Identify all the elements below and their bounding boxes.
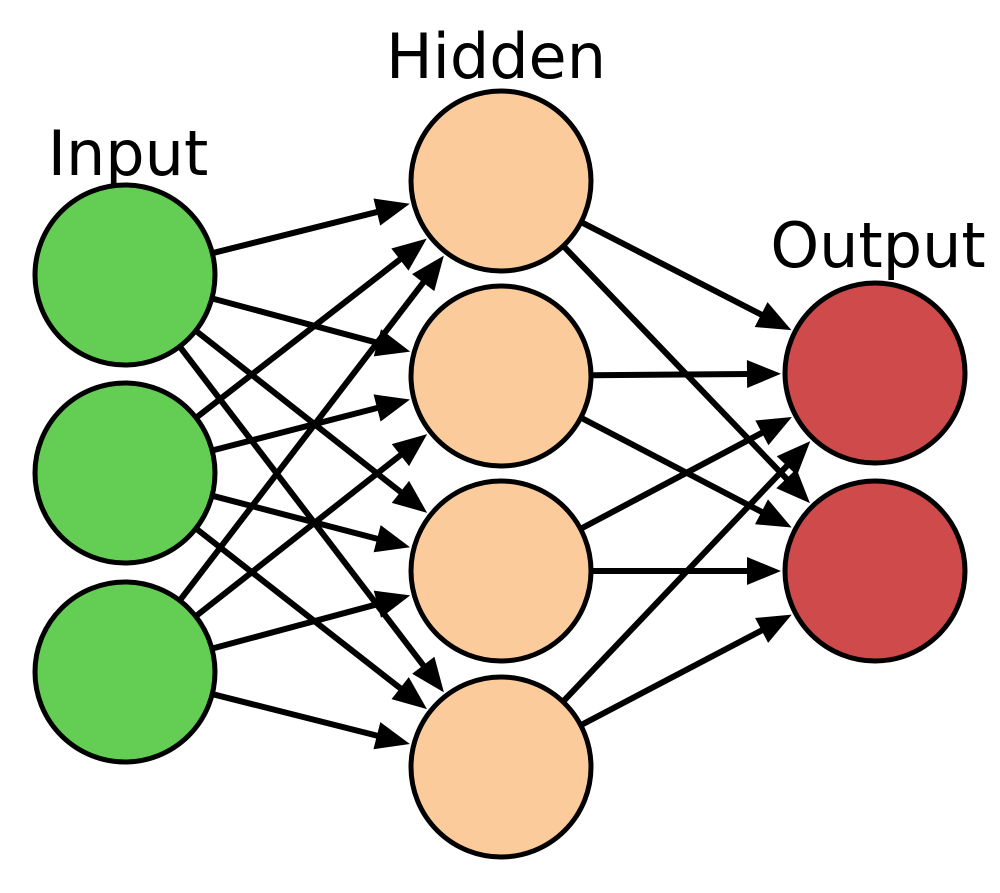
node-output-o1[interactable]	[782, 280, 968, 466]
arrow-head-icon	[391, 677, 427, 710]
node-hidden-h3[interactable]	[408, 478, 594, 664]
arrow-head-icon	[412, 255, 444, 292]
connection-line	[211, 404, 380, 454]
arrow-head-icon	[391, 434, 428, 467]
arrow-head-icon	[747, 557, 781, 585]
arrow-head-icon	[755, 614, 792, 643]
connection-line	[560, 462, 791, 704]
arrow-head-icon	[746, 360, 782, 389]
connection-line	[211, 295, 381, 347]
connection-line	[211, 492, 380, 543]
connection-line	[211, 208, 380, 257]
arrow-head-icon	[755, 499, 792, 528]
arrow-head-icon	[412, 656, 444, 693]
input-layer-label: Input	[48, 117, 209, 190]
node-hidden-h1[interactable]	[408, 88, 594, 274]
arrow-head-icon	[391, 238, 427, 271]
arrow-head-icon	[373, 198, 410, 226]
edge-group-hidden-to-output	[560, 219, 811, 728]
node-input-i1[interactable]	[32, 182, 218, 368]
connection-line	[579, 429, 766, 532]
node-output-o2[interactable]	[782, 478, 968, 664]
node-group	[32, 88, 968, 860]
arrow-head-icon	[373, 590, 411, 618]
node-hidden-h4[interactable]	[408, 674, 594, 860]
node-hidden-h2[interactable]	[408, 283, 594, 469]
arrow-head-icon	[373, 722, 410, 750]
hidden-layer-label: Hidden	[386, 20, 606, 93]
connection-line	[579, 626, 765, 728]
connection-line	[194, 526, 404, 692]
connection-line	[211, 691, 380, 740]
arrow-head-icon	[776, 468, 810, 504]
arrow-head-icon	[776, 441, 811, 476]
arrow-head-icon	[391, 480, 428, 513]
arrow-head-icon	[755, 416, 792, 446]
arrow-head-icon	[373, 525, 411, 553]
arrow-head-icon	[754, 302, 792, 331]
connection-line	[194, 255, 404, 421]
node-input-i3[interactable]	[32, 579, 218, 765]
connection-line	[590, 371, 750, 379]
output-layer-label: Output	[770, 209, 985, 282]
connection-line	[193, 451, 404, 619]
edge-group-input-to-hidden	[177, 198, 444, 750]
connection-line	[579, 414, 765, 516]
arrow-head-icon	[373, 394, 410, 422]
connection-line	[579, 219, 765, 319]
connection-line	[211, 600, 381, 652]
connection-line	[177, 279, 427, 603]
connection-line	[193, 328, 404, 496]
node-input-i2[interactable]	[32, 380, 218, 566]
